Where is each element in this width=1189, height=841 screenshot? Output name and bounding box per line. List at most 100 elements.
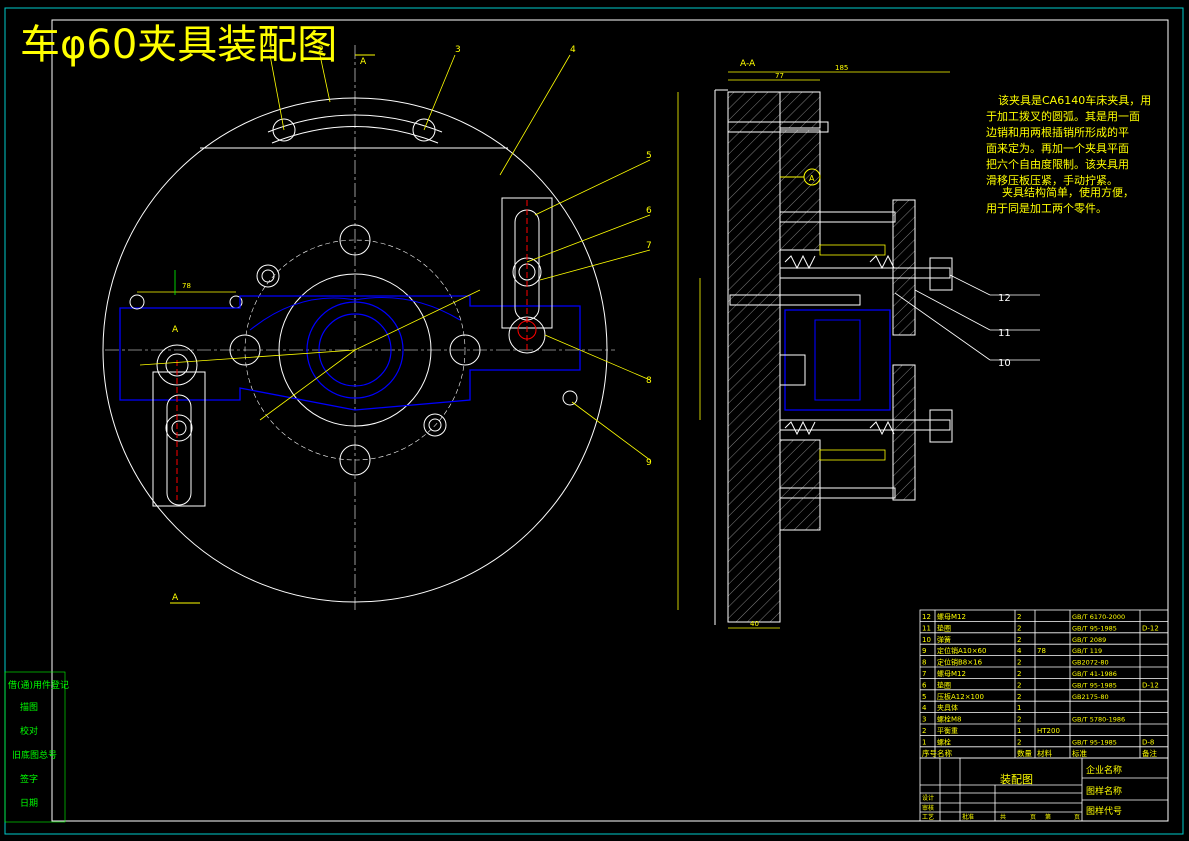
- bom-cell-no: 8: [922, 659, 926, 667]
- bom-cell-name: 压板A12×100: [937, 692, 984, 701]
- bom-cell-no: 10: [922, 636, 931, 644]
- title-block: [919, 757, 1169, 822]
- section-label: A-A: [740, 59, 756, 69]
- leader-1: 1: [268, 45, 274, 55]
- outer-frame: [4, 7, 1184, 835]
- bom-cell-no: 1: [922, 738, 926, 746]
- bom-cell-no: 7: [922, 670, 926, 678]
- side-stamp-label: 签字: [20, 773, 38, 785]
- title-block-company: 企业名称: [1086, 764, 1122, 776]
- bom-cell-standard: GB/T 6170-2000: [1072, 613, 1125, 621]
- dimension-40: 40: [750, 620, 759, 628]
- note-line: 夹具结构简单，使用方便，: [1002, 185, 1134, 199]
- leader-5: 5: [646, 151, 652, 161]
- title-block-bottom-label: 页: [1074, 814, 1080, 821]
- dimension-78: 78: [182, 282, 191, 290]
- bom-cell-qty: 2: [1017, 693, 1021, 701]
- bom-cell-material: 78: [1037, 647, 1046, 655]
- leader-4: 4: [570, 45, 576, 55]
- bom-cell-standard: GB/T 95-1985: [1072, 681, 1117, 689]
- bom-cell-no: 12: [922, 613, 931, 621]
- bom-cell-name: 螺母M12: [937, 612, 966, 621]
- title-block-drawing-code: 图样代号: [1086, 805, 1122, 817]
- title-block-bottom-label: 第: [1045, 813, 1051, 821]
- side-stamp-label: 旧底图总号: [12, 749, 57, 761]
- leader-9: 9: [646, 458, 652, 468]
- bom-cell-standard: GB2175-80: [1072, 693, 1109, 701]
- bom-cell-no: 11: [922, 624, 931, 632]
- bom-cell-name: 螺栓M8: [937, 715, 962, 724]
- side-stamp-label: 借(通)用件登记: [8, 679, 69, 691]
- note-line: 该夹具是CA6140车床夹具，用: [998, 93, 1151, 107]
- bom-cell-name: 螺栓: [937, 737, 951, 746]
- bom-cell-note: D-12: [1142, 681, 1159, 689]
- bom-cell-qty: 2: [1017, 716, 1021, 724]
- bom-cell-no: 9: [922, 647, 926, 655]
- dimension-77: 77: [775, 72, 784, 80]
- bom-cell-no: 2: [922, 727, 926, 735]
- bom-cell-qty: 1: [1017, 727, 1021, 735]
- note-line: 面来定为。再加一个夹具平面: [986, 141, 1129, 155]
- note-line: 于加工拨叉的圆弧。其是用一面: [986, 109, 1140, 123]
- note-line: 用于同是加工两个零件。: [986, 202, 1107, 215]
- bom-cell-qty: 2: [1017, 636, 1021, 644]
- side-stamp: 借(通)用件登记 描图 校对 旧底图总号 签字 日期: [4, 671, 69, 823]
- bom-cell-material: HT200: [1037, 727, 1060, 735]
- bom-cell-qty: 4: [1017, 647, 1022, 655]
- view-mark-a-bottom: A: [172, 593, 179, 603]
- section-view: [677, 71, 1040, 629]
- technical-notes: 该夹具是CA6140车床夹具，用 于加工拨叉的圆弧。其是用一面 边销和用两根插销…: [986, 93, 1151, 215]
- title-block-bottom-label: 页: [1030, 814, 1036, 821]
- bom-cell-no: 6: [922, 681, 927, 689]
- dimension-185: 185: [835, 64, 848, 72]
- bom-header: 材料: [1037, 748, 1053, 758]
- leader-3: 3: [455, 45, 461, 55]
- bom-cell-qty: 1: [1017, 704, 1021, 712]
- front-view: [102, 45, 651, 610]
- title-block-row-label: 审核: [922, 804, 934, 812]
- bom-cell-qty: 2: [1017, 681, 1021, 689]
- note-line: 把六个自由度限制。该夹具用: [986, 157, 1129, 171]
- bom-cell-name: 垫圈: [937, 680, 951, 689]
- side-stamp-label: 校对: [20, 725, 38, 737]
- bom-header: 序号: [922, 748, 937, 758]
- leader-8: 8: [646, 376, 652, 386]
- inner-frame: [51, 19, 1169, 822]
- bom-header: 名称: [937, 748, 952, 758]
- bom-cell-note: D-12: [1142, 624, 1159, 632]
- bom-header: 数量: [1017, 748, 1033, 758]
- bom-cell-name: 垫圈: [937, 623, 951, 632]
- bom-cell-qty: 2: [1017, 738, 1021, 746]
- view-mark-a-top: A: [360, 57, 367, 67]
- bom-header: 标准: [1072, 748, 1088, 758]
- title-block-row-label: 工艺: [922, 813, 934, 821]
- leader-6: 6: [646, 206, 652, 216]
- note-line: 滑移压板压紧，手动拧紧。: [986, 173, 1118, 187]
- bom-cell-standard: GB/T 5780-1986: [1072, 716, 1125, 724]
- bom-cell-name: 弹簧: [937, 635, 951, 644]
- leader-2: 2: [318, 45, 324, 55]
- title-block-row-label: 设计: [922, 794, 934, 802]
- leader-12: 12: [998, 293, 1011, 304]
- side-stamp-label: 描图: [20, 701, 38, 713]
- bom-cell-name: 平衡重: [937, 726, 958, 735]
- bom-cell-name: 螺母M12: [937, 669, 966, 678]
- bom-cell-qty: 2: [1017, 624, 1021, 632]
- bom-cell-note: D-8: [1142, 738, 1154, 746]
- bom-cell-qty: 2: [1017, 659, 1021, 667]
- bom-cell-standard: GB/T 95-1985: [1072, 738, 1117, 746]
- bom-cell-name: 定位销B8×16: [937, 658, 983, 667]
- bom-cell-no: 4: [922, 704, 927, 712]
- leader-10: 10: [998, 358, 1011, 369]
- bom-cell-standard: GB/T 2089: [1072, 636, 1106, 644]
- leader-7: 7: [646, 241, 652, 251]
- title-block-row-label: 批准: [962, 813, 974, 821]
- title-block-drawing-name: 图样名称: [1086, 785, 1122, 797]
- bom-cell-standard: GB/T 41-1986: [1072, 670, 1117, 678]
- datum-label: A: [809, 174, 815, 183]
- bom-cell-no: 5: [922, 693, 926, 701]
- bom-cell-qty: 2: [1017, 613, 1021, 621]
- bom-cell-standard: GB2072-80: [1072, 659, 1109, 667]
